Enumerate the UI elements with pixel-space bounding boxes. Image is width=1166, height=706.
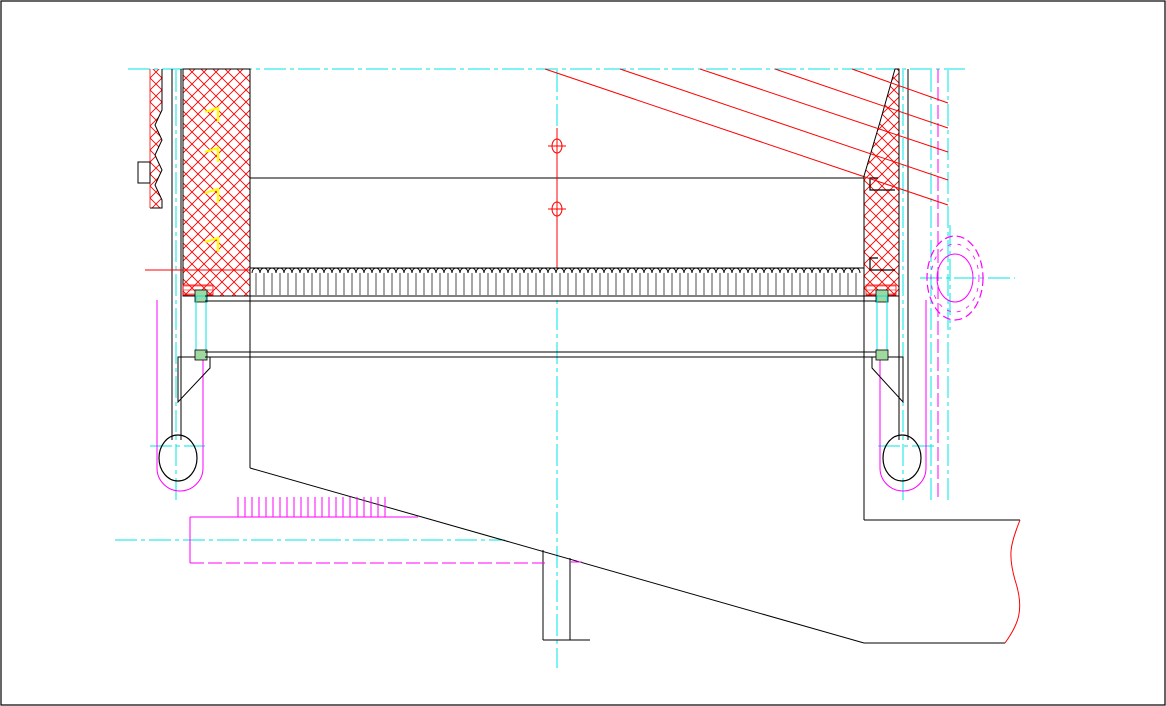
magenta-rack — [189, 497, 545, 564]
right-roller-circle — [882, 434, 922, 482]
diagonal-red-lines — [544, 68, 949, 206]
left-roller-circle — [158, 434, 198, 482]
support-beams — [205, 295, 876, 358]
center-marker — [548, 128, 566, 268]
corrugated-grate — [249, 267, 865, 297]
bottom-hopper — [249, 467, 1021, 644]
left-wall-insulation — [137, 68, 251, 492]
pipe-circle — [926, 235, 984, 321]
right-wall-insulation — [863, 68, 939, 500]
